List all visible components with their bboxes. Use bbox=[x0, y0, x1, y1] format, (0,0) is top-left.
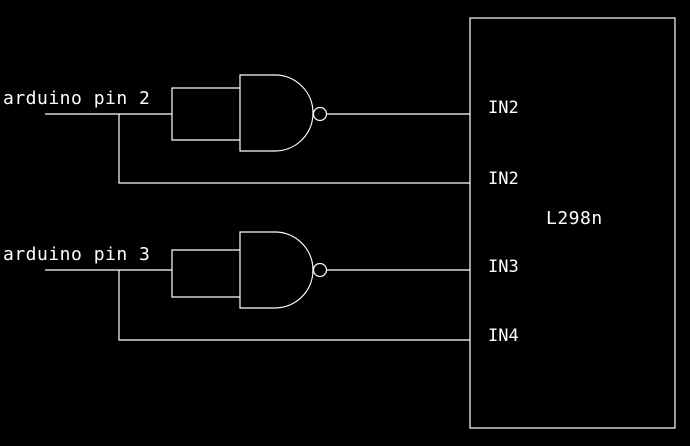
direct-wire bbox=[118, 114, 470, 184]
nand-gate bbox=[239, 74, 314, 152]
nand-gate bbox=[239, 231, 314, 309]
pin-label-in2-b: IN2 bbox=[488, 169, 519, 189]
inversion-bubble bbox=[312, 262, 328, 278]
pin-label-in2-a: IN2 bbox=[488, 98, 519, 118]
circuit-upper bbox=[45, 74, 470, 184]
circuit-lower bbox=[45, 231, 470, 341]
input-label-pin3: arduino pin 3 bbox=[3, 244, 150, 265]
inversion-bubble bbox=[312, 106, 328, 122]
pin-label-in4: IN4 bbox=[488, 326, 519, 346]
input-label-pin2: arduino pin 2 bbox=[3, 88, 150, 109]
pin-label-in3: IN3 bbox=[488, 257, 519, 277]
input-tie-bracket bbox=[171, 249, 240, 298]
chip-l298n bbox=[469, 17, 676, 429]
direct-wire bbox=[118, 270, 470, 341]
input-tie-bracket bbox=[171, 87, 240, 141]
chip-label: L298n bbox=[546, 208, 603, 229]
